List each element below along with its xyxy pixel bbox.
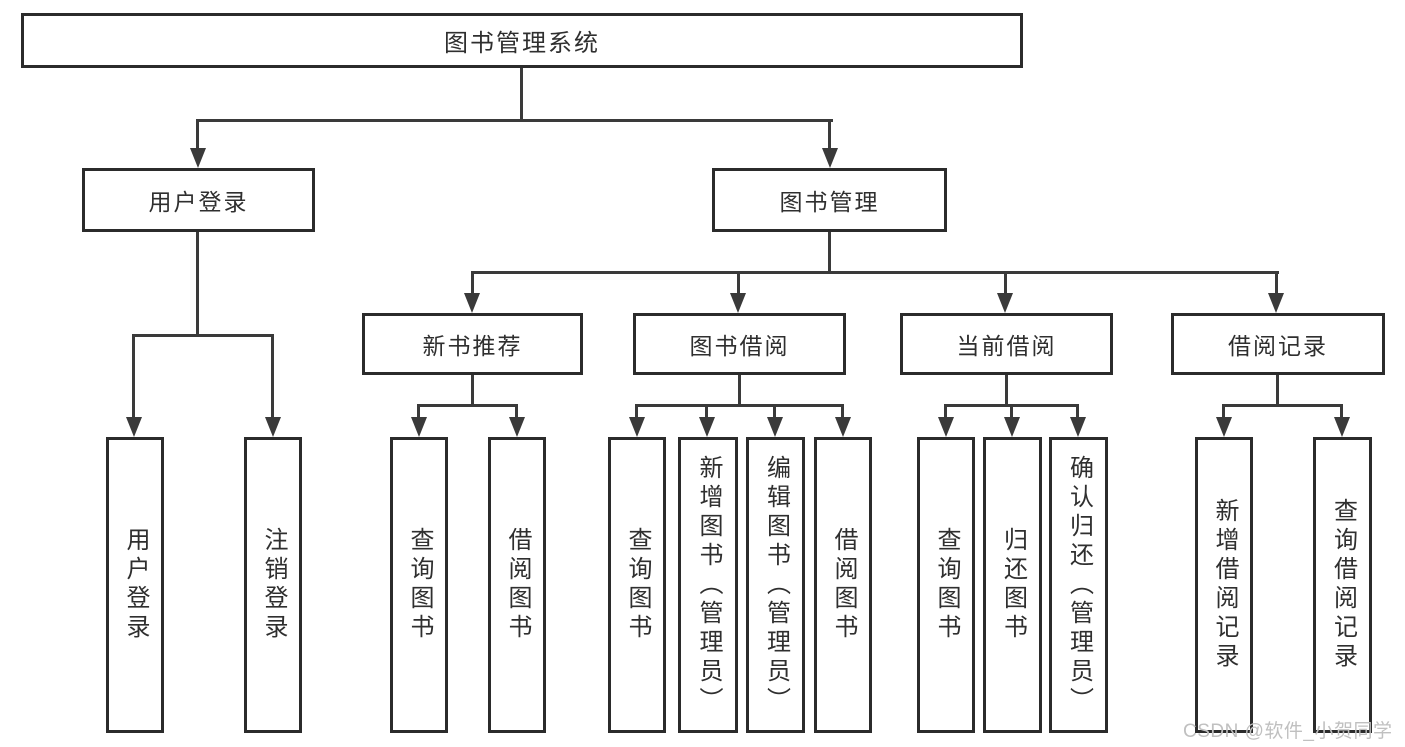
leaf-label: 归还图书 [999, 527, 1027, 643]
node-book-borrow: 图书借阅 [633, 313, 846, 375]
arrow-down-icon [997, 293, 1013, 313]
leaf-user-login: 用户登录 [106, 437, 164, 733]
leaf-borrow-books-rec: 借阅图书 [488, 437, 546, 733]
node-user-login-label: 用户登录 [148, 189, 249, 215]
connector-borrow-trunk [738, 375, 741, 406]
leaf-confirm-return-admin: 确认归还（管理员） [1049, 437, 1108, 733]
arrow-down-icon [1004, 417, 1020, 437]
arrow-down-icon [1070, 417, 1086, 437]
connector-stem-leaf-logout [271, 334, 274, 419]
leaf-borrow-books: 借阅图书 [814, 437, 872, 733]
connector-stem-leaf [773, 404, 776, 419]
connector-stem-leaf [1222, 404, 1225, 419]
arrow-down-icon [464, 293, 480, 313]
leaf-query-borrow-record: 查询借阅记录 [1313, 437, 1372, 733]
connector-records-bar [1222, 404, 1343, 407]
node-book-mgmt: 图书管理 [712, 168, 947, 232]
node-book-borrow-label: 图书借阅 [689, 333, 790, 359]
leaf-label: 注销登录 [260, 527, 287, 643]
arrow-down-icon [1334, 417, 1350, 437]
node-new-book-rec: 新书推荐 [362, 313, 583, 375]
connector-borrow-bar [635, 404, 844, 407]
leaf-query-books-rec: 查询图书 [390, 437, 448, 733]
connector-stem-leaf [1340, 404, 1343, 419]
arrow-down-icon [822, 148, 838, 168]
node-new-book-rec-label: 新书推荐 [422, 333, 523, 359]
arrow-down-icon [411, 417, 427, 437]
arrow-down-icon [1216, 417, 1232, 437]
connector-stem-leaf [515, 404, 518, 419]
node-root: 图书管理系统 [21, 13, 1023, 68]
connector-stem-leaf [705, 404, 708, 419]
leaf-label: 查询借阅记录 [1329, 498, 1357, 672]
watermark: CSDN @软件_小贺同学 [1183, 721, 1393, 742]
arrow-down-icon [190, 148, 206, 168]
arrow-down-icon [1268, 293, 1284, 313]
leaf-label: 新增图书（管理员） [695, 454, 722, 716]
connector-stem-leaf [1010, 404, 1013, 419]
connector-stem-leaf [841, 404, 844, 419]
node-current-borrow: 当前借阅 [900, 313, 1113, 375]
connector-stem-records [1275, 271, 1278, 295]
leaf-label: 用户登录 [122, 527, 149, 643]
node-current-borrow-label: 当前借阅 [956, 333, 1057, 359]
leaf-return-books: 归还图书 [983, 437, 1042, 733]
connector-level2-bar [196, 119, 833, 122]
node-user-login: 用户登录 [82, 168, 315, 232]
leaf-query-books-current: 查询图书 [917, 437, 975, 733]
arrow-down-icon [730, 293, 746, 313]
connector-stem-borrow [737, 271, 740, 295]
leaf-label: 借阅图书 [830, 527, 857, 643]
connector-stem-new-rec [471, 271, 474, 295]
connector-user-login-bar [132, 334, 274, 337]
leaf-label: 查询图书 [933, 527, 960, 643]
connector-book-mgmt-trunk [828, 232, 831, 273]
leaf-label: 查询图书 [406, 527, 433, 643]
leaf-edit-books-admin: 编辑图书（管理员） [746, 437, 805, 733]
node-borrow-records: 借阅记录 [1171, 313, 1385, 375]
arrow-down-icon [835, 417, 851, 437]
connector-new-rec-trunk [471, 375, 474, 406]
connector-records-trunk [1276, 375, 1279, 406]
arrow-down-icon [265, 417, 281, 437]
node-root-label: 图书管理系统 [444, 30, 600, 57]
leaf-add-books-admin: 新增图书（管理员） [678, 437, 738, 733]
leaf-add-borrow-record: 新增借阅记录 [1195, 437, 1253, 733]
connector-stem-leaf-login [132, 334, 135, 419]
node-borrow-records-label: 借阅记录 [1228, 333, 1328, 359]
connector-root-trunk [520, 68, 523, 120]
connector-stem-book-mgmt [828, 119, 831, 150]
connector-stem-user-login [196, 119, 199, 150]
connector-user-login-trunk [196, 232, 199, 336]
arrow-down-icon [629, 417, 645, 437]
node-book-mgmt-label: 图书管理 [779, 189, 880, 215]
leaf-label: 编辑图书（管理员） [762, 454, 790, 716]
leaf-logout: 注销登录 [244, 437, 302, 733]
connector-stem-leaf [1076, 404, 1079, 419]
connector-new-rec-bar [417, 404, 518, 407]
connector-stem-leaf [944, 404, 947, 419]
arrow-down-icon [767, 417, 783, 437]
connector-current-trunk [1005, 375, 1008, 406]
arrow-down-icon [509, 417, 525, 437]
arrow-down-icon [699, 417, 715, 437]
connector-stem-leaf [417, 404, 420, 419]
connector-stem-current [1004, 271, 1007, 295]
leaf-label: 借阅图书 [504, 527, 531, 643]
arrow-down-icon [126, 417, 142, 437]
leaf-label: 新增借阅记录 [1211, 498, 1238, 672]
connector-stem-leaf [635, 404, 638, 419]
connector-level3-bar [471, 271, 1279, 274]
leaf-query-books-borrow: 查询图书 [608, 437, 666, 733]
arrow-down-icon [938, 417, 954, 437]
leaf-label: 查询图书 [624, 527, 651, 643]
leaf-label: 确认归还（管理员） [1065, 454, 1093, 716]
